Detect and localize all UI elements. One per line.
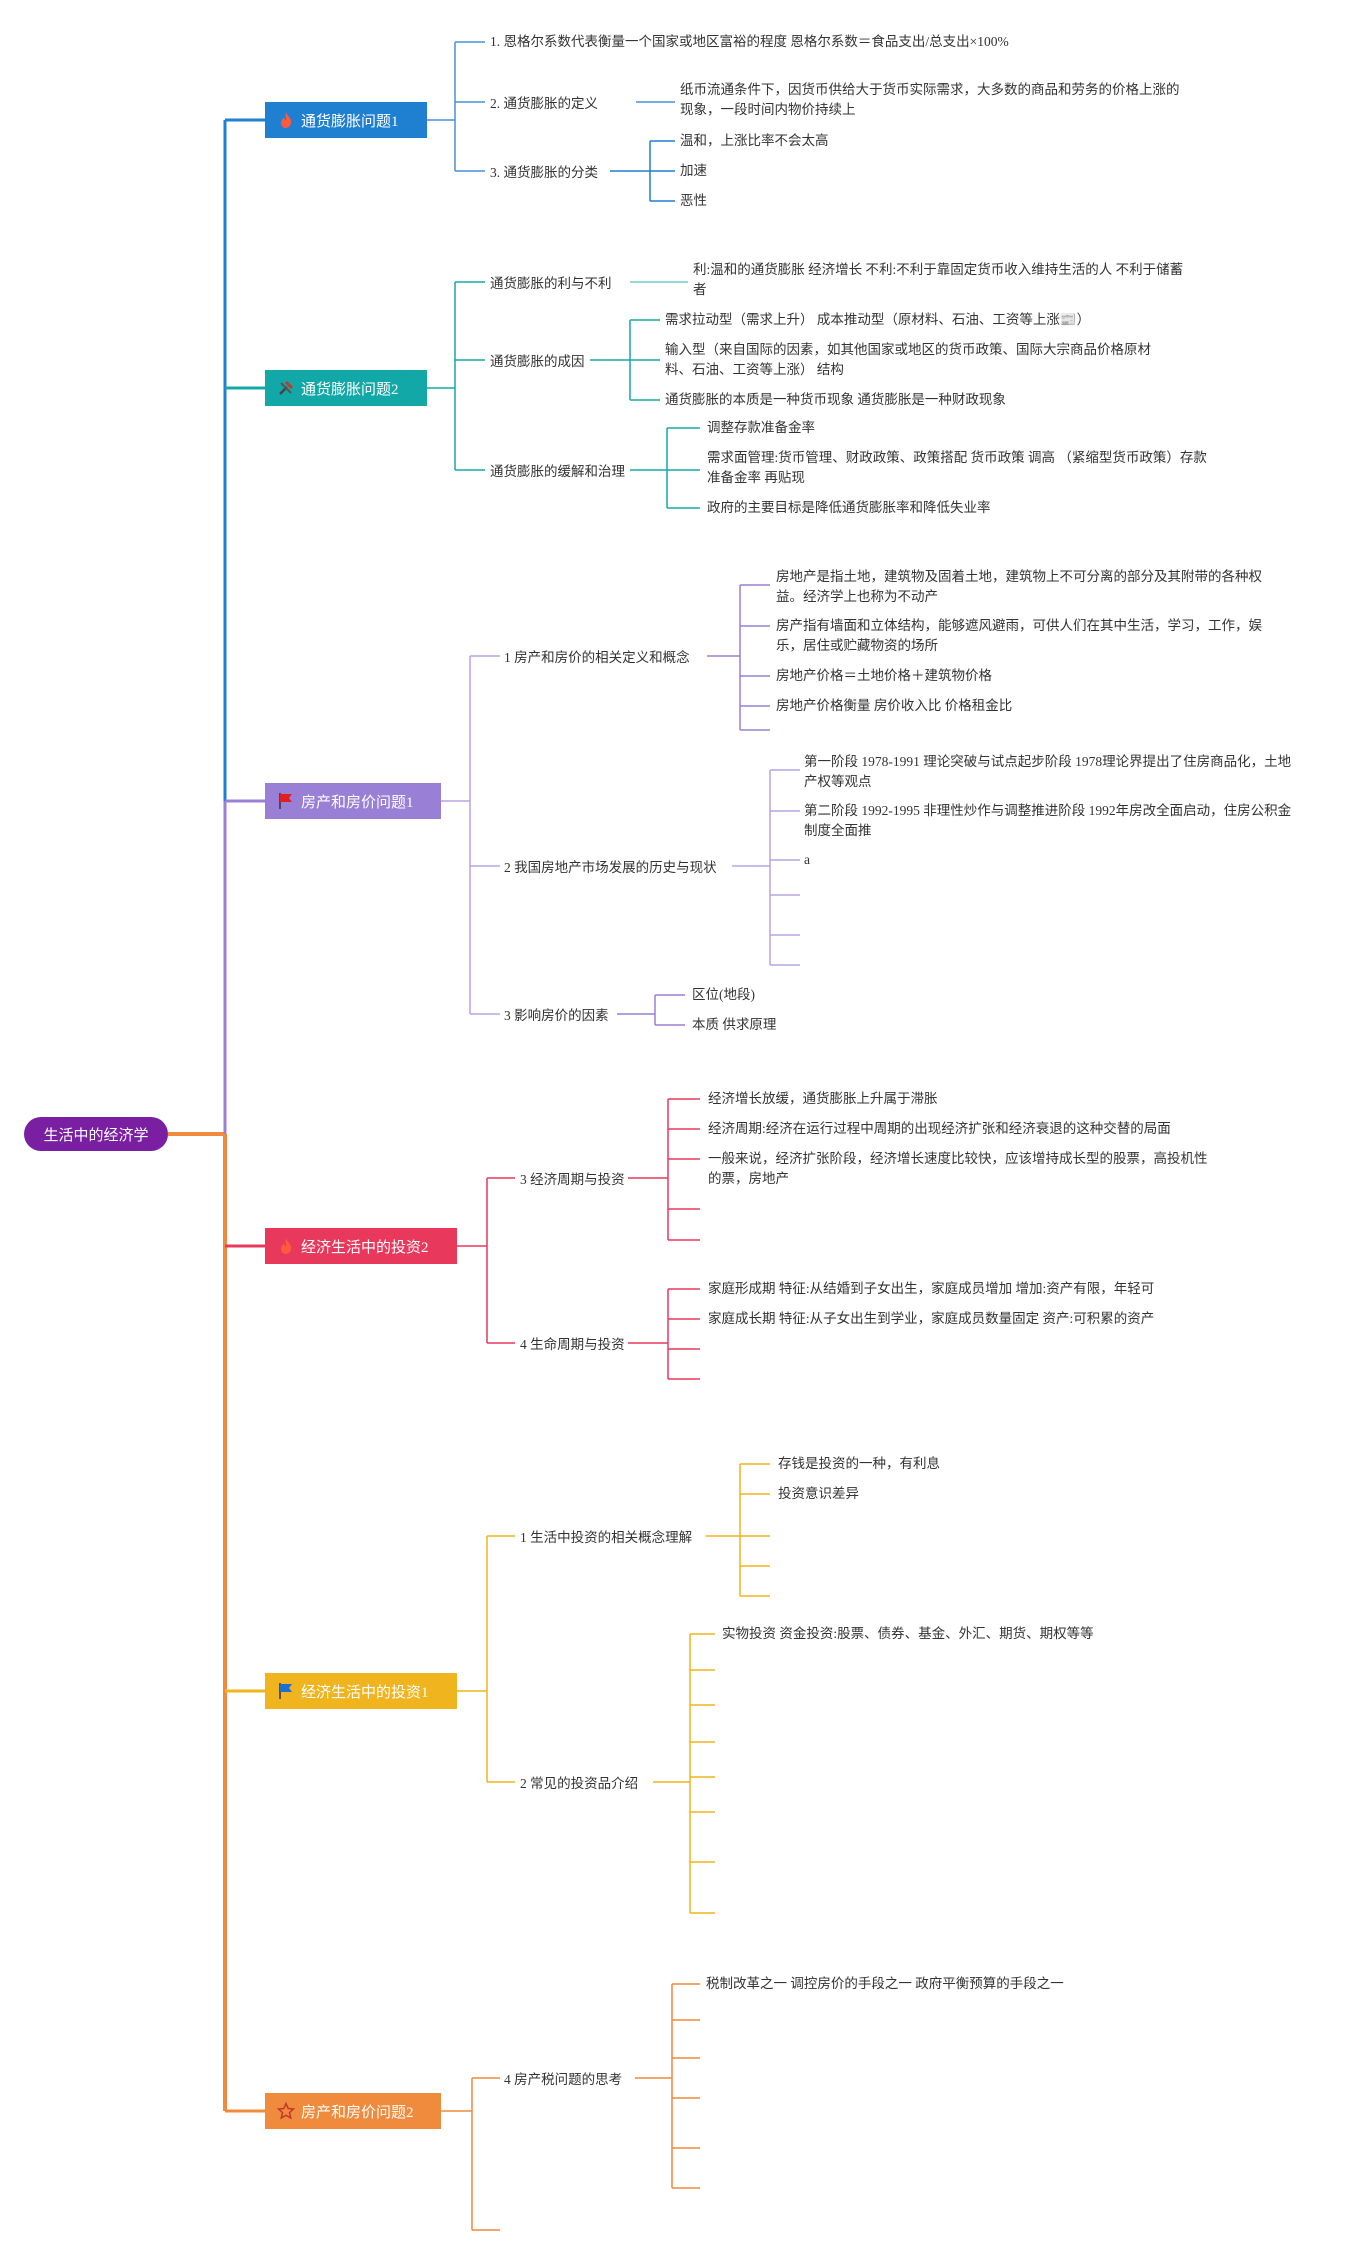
topic-investment-2[interactable]: 经济生活中的投资2 xyxy=(265,1228,457,1264)
subtopic[interactable]: 通货膨胀的利与不利 xyxy=(490,276,612,291)
leaf-node[interactable]: 恶性 xyxy=(680,193,707,208)
leaf-node[interactable]: 家庭成长期 特征:从子女出生到学业，家庭成员数量固定 资产:可积累的资产 xyxy=(708,1311,1155,1326)
topic-title: 经济生活中的投资1 xyxy=(301,1684,429,1701)
fire-icon xyxy=(277,1237,295,1255)
leaf-node[interactable]: 通货膨胀的本质是一种货币现象 通货膨胀是一种财政现象 xyxy=(665,392,1006,407)
leaf-node[interactable]: 纸币流通条件下，因货币供给大于货币实际需求，大多数的商品和劳务的价格上涨的现象，… xyxy=(680,82,1180,117)
tools-icon xyxy=(277,379,295,397)
subtopic[interactable]: 3 经济周期与投资 xyxy=(520,1172,625,1187)
leaf-node[interactable]: 税制改革之一 调控房价的手段之一 政府平衡预算的手段之一 xyxy=(706,1976,1064,1991)
leaf-node[interactable]: 房地产价格衡量 房价收入比 价格租金比 xyxy=(776,698,1013,713)
leaf-node[interactable]: 第二阶段 1992-1995 非理性炒作与调整推进阶段 1992年房改全面启动，… xyxy=(804,803,1292,838)
topic-investment-1[interactable]: 经济生活中的投资1 xyxy=(265,1673,457,1709)
leaf-node[interactable]: a xyxy=(804,852,810,867)
flag-icon xyxy=(277,792,295,810)
topic-inflation-1[interactable]: 通货膨胀问题1 xyxy=(265,102,427,138)
topic-title: 通货膨胀问题1 xyxy=(301,113,399,130)
leaf-node[interactable]: 加速 xyxy=(680,163,707,178)
leaf-node[interactable]: 房地产价格＝土地价格＋建筑物价格 xyxy=(776,668,992,683)
leaf-node[interactable]: 输入型（来自国际的因素，如其他国家或地区的货币政策、国际大宗商品价格原材料、石油… xyxy=(665,342,1151,377)
leaf-node[interactable]: 一般来说，经济扩张阶段，经济增长速度比较快，应该增持成长型的股票，高投机性的票，… xyxy=(708,1151,1208,1186)
root-topic[interactable]: 生活中的经济学 xyxy=(24,1117,168,1151)
leaf-node[interactable]: 第一阶段 1978-1991 理论突破与试点起步阶段 1978理论界提出了住房商… xyxy=(804,754,1292,789)
subtopic[interactable]: 1 生活中投资的相关概念理解 xyxy=(520,1530,693,1545)
leaf-node[interactable]: 房产指有墙面和立体结构，能够遮风避雨，可供人们在其中生活，学习，工作，娱乐，居住… xyxy=(776,618,1262,653)
topic-housing-1[interactable]: 房产和房价问题1 xyxy=(265,783,441,819)
topic-title: 通货膨胀问题2 xyxy=(301,381,399,398)
leaf-node[interactable]: 存钱是投资的一种，有利息 xyxy=(778,1456,940,1471)
subtopic[interactable]: 通货膨胀的缓解和治理 xyxy=(490,464,625,479)
leaf-node[interactable]: 经济周期:经济在运行过程中周期的出现经济扩张和经济衰退的这种交替的局面 xyxy=(708,1121,1171,1136)
leaf-node[interactable]: 温和，上涨比率不会太高 xyxy=(680,133,829,148)
subtopic[interactable]: 2 我国房地产市场发展的历史与现状 xyxy=(504,860,717,875)
leaf-node[interactable]: 需求面管理:货币管理、财政政策、政策搭配 货币政策 调高 （紧缩型货币政策）存款… xyxy=(707,450,1207,485)
topic-title: 房产和房价问题2 xyxy=(301,2104,414,2121)
subtopic[interactable]: 通货膨胀的成因 xyxy=(490,354,585,369)
subtopic[interactable]: 2 常见的投资品介绍 xyxy=(520,1776,639,1791)
leaf-node[interactable]: 投资意识差异 xyxy=(778,1486,859,1501)
fire-icon xyxy=(277,111,295,129)
topic-housing-2[interactable]: 房产和房价问题2 xyxy=(265,2093,441,2129)
topic-title: 房产和房价问题1 xyxy=(301,794,414,811)
flag-icon xyxy=(277,1682,295,1700)
subtopic[interactable]: 4 生命周期与投资 xyxy=(520,1337,625,1352)
leaf-node[interactable]: 经济增长放缓，通货膨胀上升属于滞胀 xyxy=(708,1091,938,1106)
leaf-node[interactable]: 调整存款准备金率 xyxy=(707,420,815,435)
leaf-node[interactable]: 房地产是指土地，建筑物及固着土地，建筑物上不可分离的部分及其附带的各种权益。经济… xyxy=(776,569,1262,604)
topic-inflation-2[interactable]: 通货膨胀问题2 xyxy=(265,370,427,406)
subtopic[interactable]: 1 房产和房价的相关定义和概念 xyxy=(504,650,690,665)
subtopic[interactable]: 2. 通货膨胀的定义 xyxy=(490,96,598,111)
subtopic[interactable]: 1. 恩格尔系数代表衡量一个国家或地区富裕的程度 恩格尔系数＝食品支出/总支出×… xyxy=(490,34,1009,49)
star-icon xyxy=(277,2102,295,2120)
subtopic[interactable]: 3. 通货膨胀的分类 xyxy=(490,165,598,180)
leaf-node[interactable]: 本质 供求原理 xyxy=(692,1017,777,1032)
subtopic[interactable]: 4 房产税问题的思考 xyxy=(504,2072,623,2087)
leaf-node[interactable]: 家庭形成期 特征:从结婚到子女出生，家庭成员增加 增加:资产有限，年轻可 xyxy=(708,1281,1155,1296)
leaf-node[interactable]: 政府的主要目标是降低通货膨胀率和降低失业率 xyxy=(707,500,991,515)
topic-title: 经济生活中的投资2 xyxy=(301,1239,429,1256)
leaf-node[interactable]: 利:温和的通货膨胀 经济增长 不利:不利于靠固定货币收入维持生活的人 不利于储蓄… xyxy=(693,262,1184,297)
leaf-node[interactable]: 需求拉动型（需求上升） 成本推动型（原材料、石油、工资等上涨📰） xyxy=(665,312,1091,327)
leaf-node[interactable]: 实物投资 资金投资:股票、债券、基金、外汇、期货、期权等等 xyxy=(722,1626,1094,1641)
leaf-node[interactable]: 区位(地段) xyxy=(692,987,755,1002)
subtopic[interactable]: 3 影响房价的因素 xyxy=(504,1008,609,1023)
